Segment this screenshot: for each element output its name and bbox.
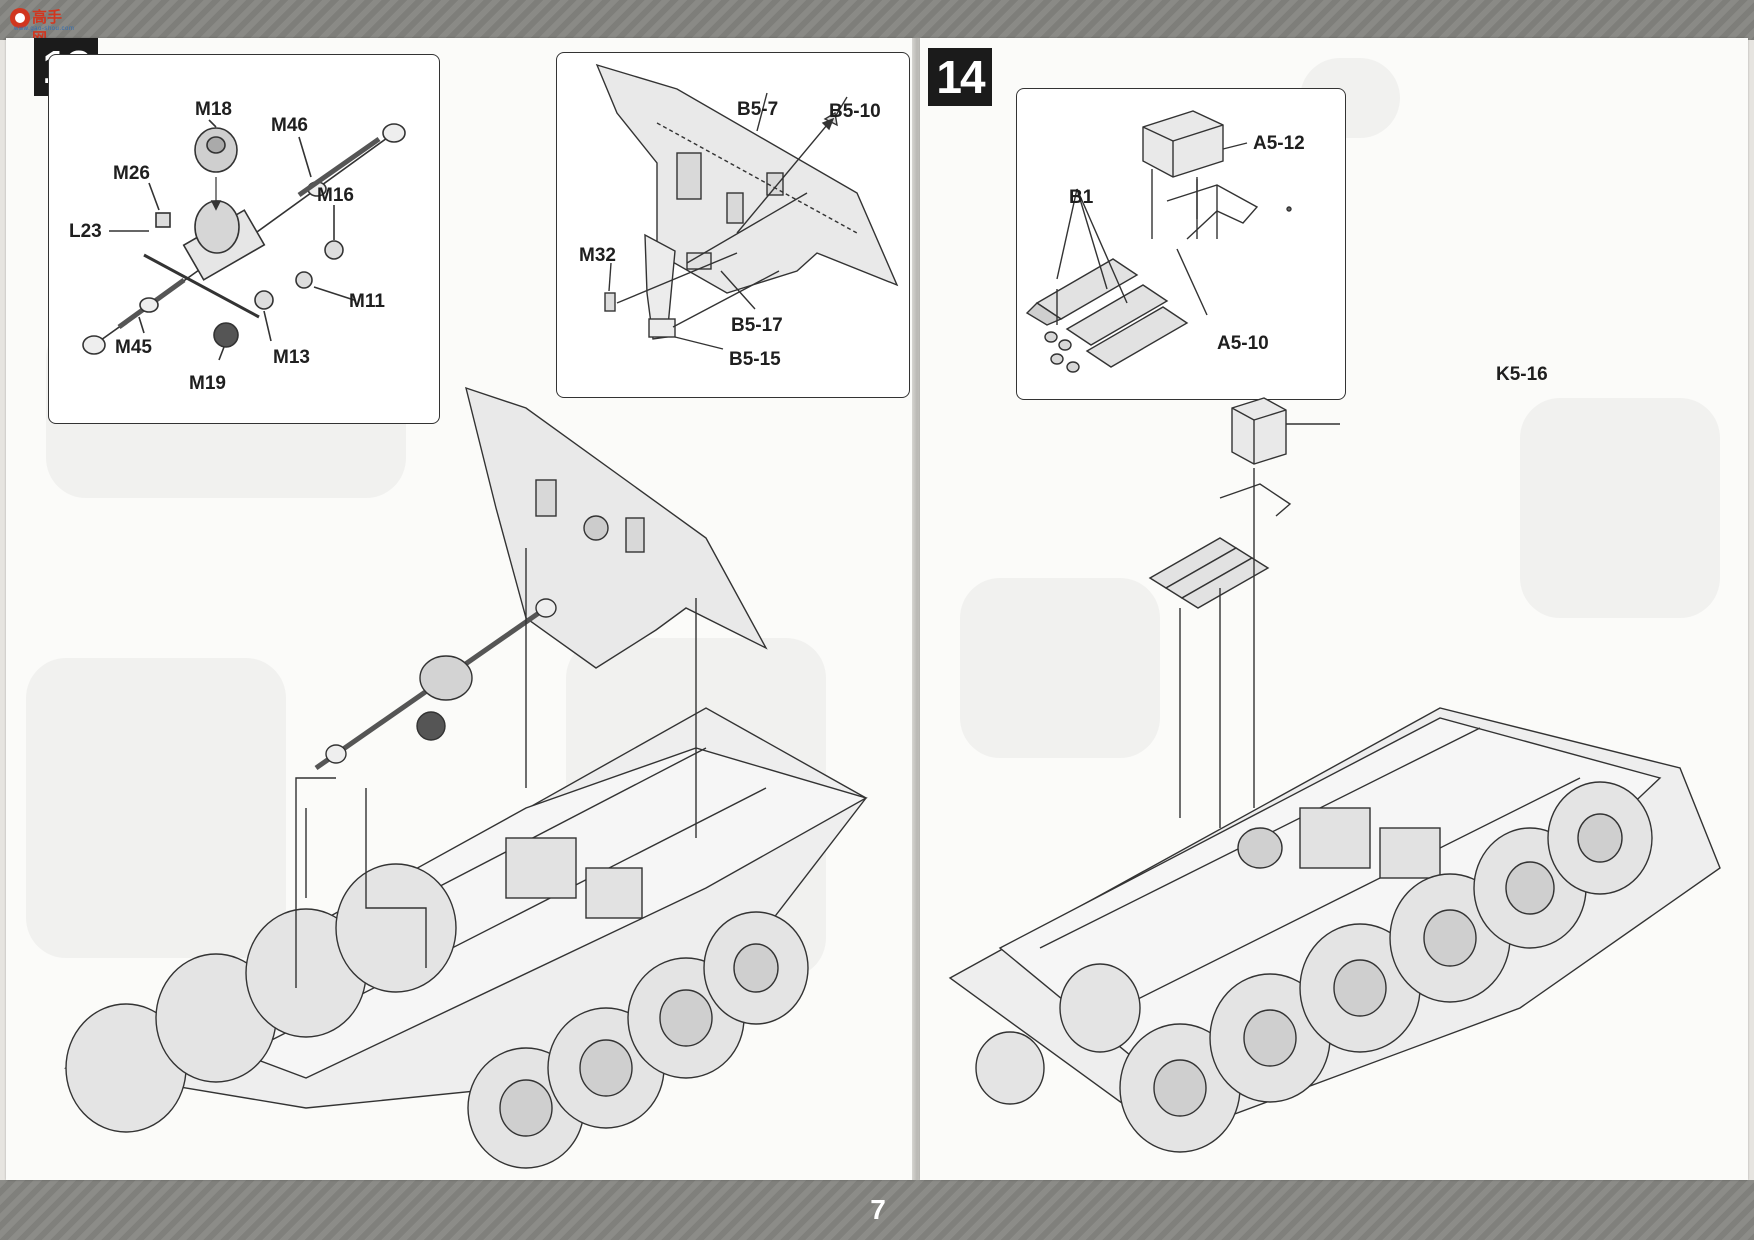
instruction-page-left: 13 [6, 38, 914, 1180]
part-label-b5-7: B5-7 [737, 99, 779, 120]
page-spine [912, 38, 922, 1180]
page-number: 7 [870, 1194, 886, 1225]
hull-assembly-drawing-right [948, 397, 1721, 1153]
bottom-margin-strip [0, 1180, 1754, 1240]
part-label-b5-15: B5-15 [729, 349, 781, 370]
part-label-k5-16: K5-16 [1496, 364, 1548, 385]
inset-drive-train: M18 M46 M26 M16 L23 M11 M45 M13 M19 [48, 54, 440, 424]
part-label-m46: M46 [271, 115, 308, 136]
part-label-b5-17: B5-17 [731, 315, 783, 336]
inset-firewall-panel: B5-7 B5-10 M32 B5-17 B5-15 [556, 52, 910, 398]
part-label-b1: B1 [1069, 187, 1094, 208]
part-label-a5-12: A5-12 [1253, 133, 1305, 154]
step-number-badge: 14 [928, 48, 992, 106]
part-label-m19: M19 [189, 373, 226, 394]
part-label-l23: L23 [69, 221, 102, 242]
watermark-logo: 高手网 www.gao-shou.com [6, 2, 76, 47]
drive-train-drawing [82, 119, 406, 361]
hull-assembly-drawing-left [63, 386, 868, 1169]
part-label-m32: M32 [579, 245, 616, 266]
watermark-url: www.gao-shou.com [14, 26, 75, 32]
watermark-logo-icon [10, 8, 30, 28]
show-through-shape [960, 578, 1160, 758]
part-label-m11: M11 [349, 291, 385, 312]
part-label-a5-10: A5-10 [1217, 333, 1269, 354]
show-through-shape [26, 658, 286, 958]
instruction-page-right: 14 [920, 38, 1748, 1180]
show-through-shape [1520, 398, 1720, 618]
firewall-panel-drawing [595, 63, 899, 350]
part-label-b5-10: B5-10 [829, 101, 881, 122]
part-label-m13: M13 [273, 347, 310, 368]
top-margin-strip [0, 0, 1754, 40]
ammo-rack-drawing [1025, 110, 1292, 373]
part-label-m26: M26 [113, 163, 150, 184]
inset-ammo-rack: A5-12 B1 A5-10 [1016, 88, 1346, 400]
part-label-m16: M16 [317, 185, 354, 206]
part-label-m45: M45 [115, 337, 152, 358]
part-label-m18: M18 [195, 99, 232, 120]
